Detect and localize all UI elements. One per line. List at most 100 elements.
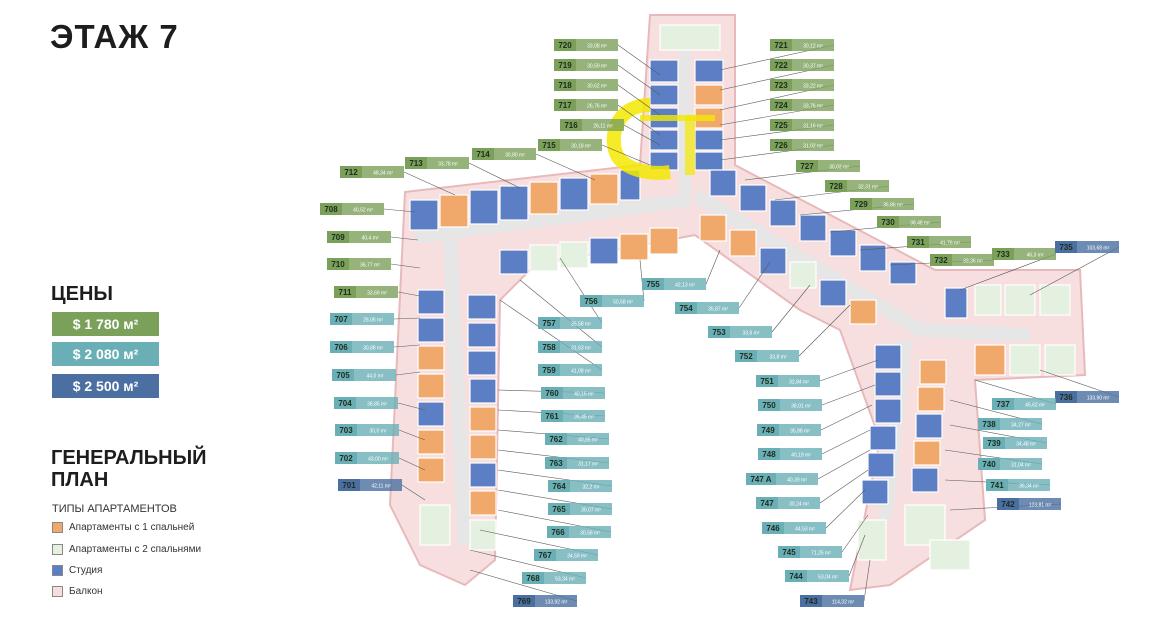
unit-area-bg <box>342 203 384 215</box>
unit-area: 40,39 m² <box>787 478 807 484</box>
legend-swatch <box>52 565 63 576</box>
unit-number: 755 <box>646 280 660 289</box>
unit-number-bg <box>327 231 349 243</box>
unit-area-bg <box>560 364 602 376</box>
apartment-cell <box>469 490 497 516</box>
unit-area: 33,22 m² <box>803 84 823 90</box>
leader-line <box>825 489 866 529</box>
unit-area-bg <box>929 236 971 248</box>
unit-number-bg <box>983 437 1005 449</box>
leader-line <box>771 284 811 333</box>
unit-number: 719 <box>558 61 572 70</box>
leader-line <box>397 402 426 411</box>
unit-number-bg <box>335 424 357 436</box>
apartment-cell <box>589 173 619 205</box>
unit-area-bg <box>349 231 391 243</box>
unit-area-bg <box>567 433 609 445</box>
unit-number: 761 <box>545 412 559 421</box>
unit-number-bg <box>554 39 576 51</box>
unit-area-bg <box>560 341 602 353</box>
apartment-cell <box>469 189 499 225</box>
apartment-blocks <box>409 24 1076 571</box>
unit-area: 30,07 m² <box>581 508 601 514</box>
apartment-cell <box>417 457 445 483</box>
unit-area: 38,48 m² <box>910 221 930 227</box>
unit-number: 728 <box>829 182 843 191</box>
unit-number-bg <box>877 216 899 228</box>
leader-line <box>390 236 419 241</box>
unit-area-bg <box>780 399 822 411</box>
unit-area: 28,06 m² <box>363 318 383 324</box>
